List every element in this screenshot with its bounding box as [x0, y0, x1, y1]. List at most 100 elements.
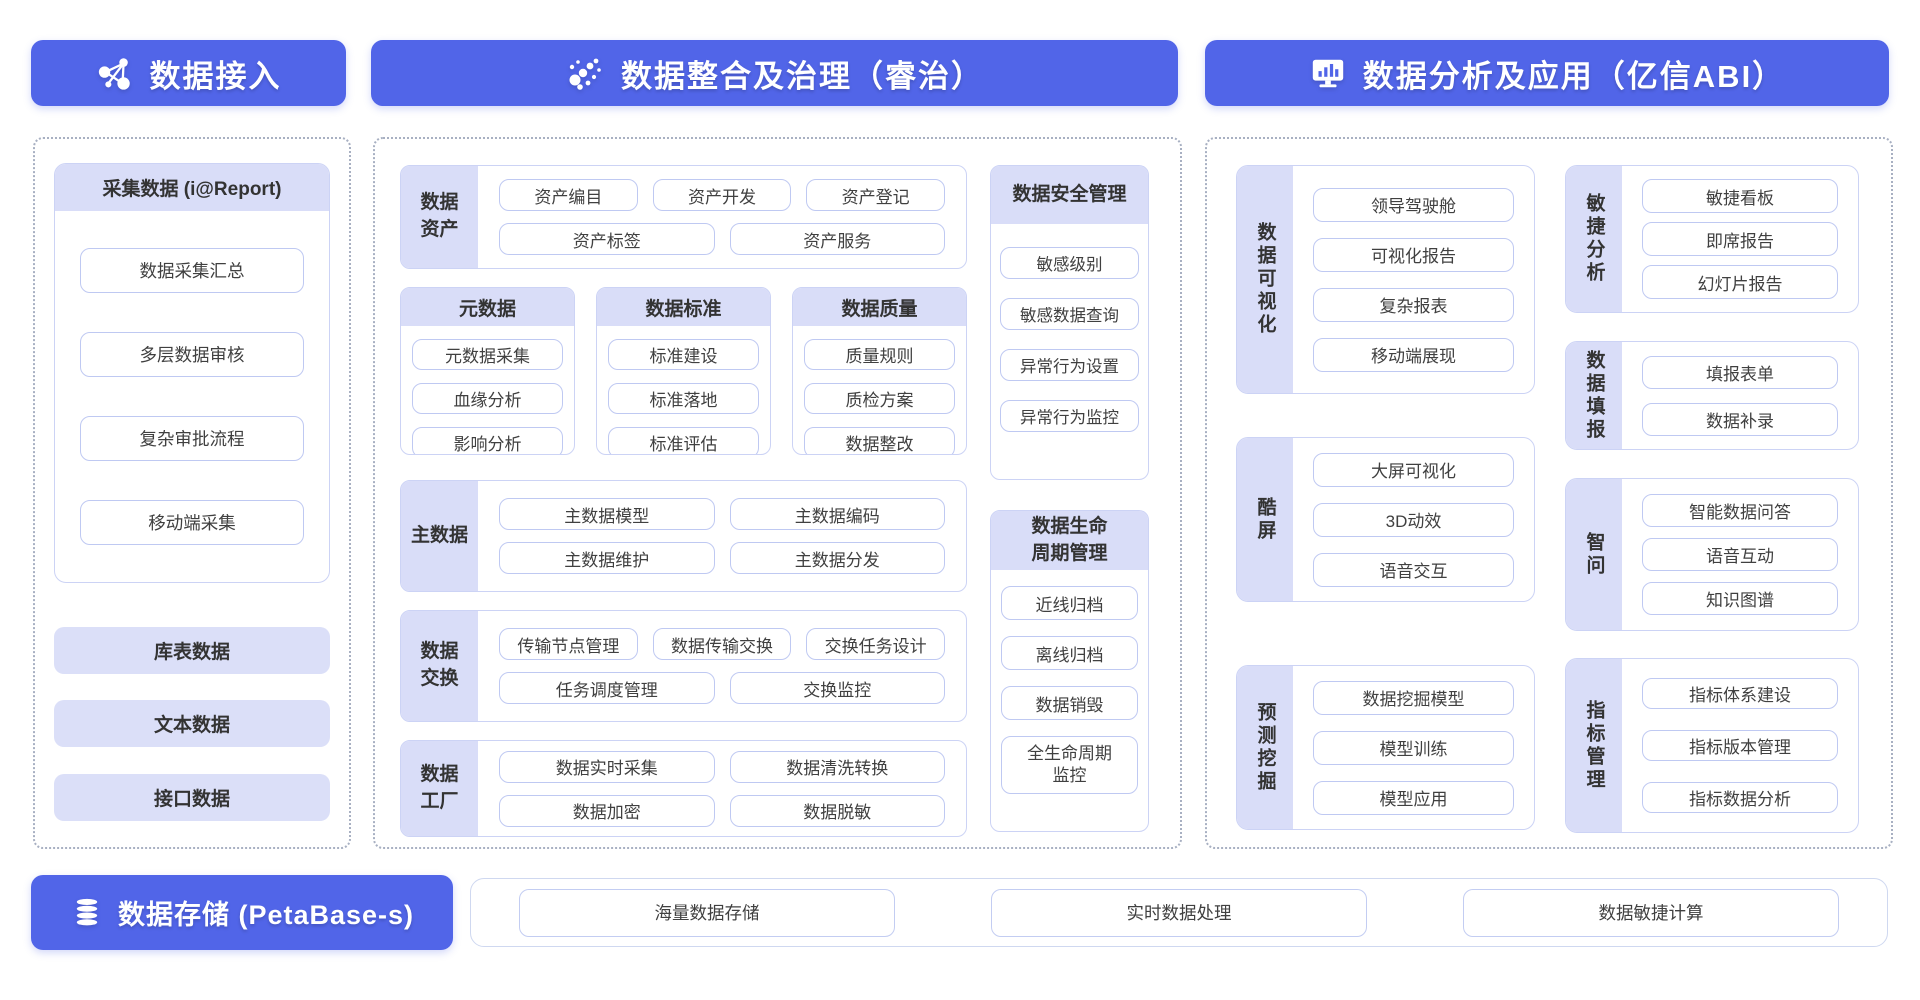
feature-chip: 智能数据问答	[1642, 494, 1838, 527]
header-data-access: 数据接入	[31, 40, 346, 106]
feature-chip: 主数据分发	[729, 542, 945, 574]
feature-chip: 领导驾驶舱	[1313, 187, 1514, 222]
group-content: 领导驾驶舱 可视化报告 复杂报表 移动端展现	[1293, 166, 1534, 393]
master-data-group: 主数据 主数据模型 主数据编码 主数据维护 主数据分发	[400, 480, 967, 592]
feature-chip: 语音交互	[1313, 552, 1514, 587]
agile-analysis-group: 敏捷分析 敏捷看板 即席报告 幻灯片报告	[1565, 165, 1859, 313]
feature-chip: 数据敏捷计算	[1463, 888, 1839, 937]
database-icon	[70, 896, 104, 930]
feature-chip: 数据实时采集	[499, 750, 715, 783]
feature-chip: 幻灯片报告	[1642, 265, 1838, 299]
feature-chip: 填报表单	[1642, 355, 1838, 389]
group-content: 敏捷看板 即席报告 幻灯片报告	[1622, 166, 1858, 312]
feature-chip: 主数据模型	[499, 498, 715, 530]
feature-chip: 异常行为设置	[1000, 349, 1139, 381]
feature-chip: 资产登记	[806, 179, 946, 211]
feature-chip: 指标体系建设	[1642, 678, 1838, 709]
group-label: 酷屏	[1237, 438, 1293, 601]
data-governance-panel: 数据 资产 资产编目 资产开发 资产登记 资产标签 资产服务 元数据	[373, 137, 1182, 849]
feature-chip: 敏感级别	[1000, 247, 1139, 279]
feature-chip: 主数据编码	[729, 498, 945, 530]
feature-chip: 海量数据存储	[519, 888, 895, 937]
header-label: 数据接入	[149, 58, 282, 94]
feature-chip: 复杂报表	[1313, 287, 1514, 322]
data-quality-group: 数据质量 质量规则 质检方案 数据整改	[792, 287, 967, 455]
feature-chip: 数据销毁	[1001, 686, 1138, 720]
feature-chip: 异常行为监控	[1000, 400, 1139, 432]
feature-chip: 近线归档	[1001, 586, 1138, 620]
feature-chip: 交换监控	[729, 672, 945, 704]
feature-chip: 标准评估	[608, 427, 759, 454]
feature-chip: 可视化报告	[1313, 237, 1514, 272]
group-label: 数据 交换	[401, 611, 478, 721]
feature-chip: 移动端采集	[80, 500, 304, 545]
governance-side-column: 数据安全管理 敏感级别 敏感数据查询 异常行为设置 异常行为监控 数据生命 周期…	[990, 165, 1149, 832]
chip-row: 资产标签 资产服务	[499, 223, 945, 255]
group-content: 填报表单 数据补录	[1622, 342, 1858, 449]
feature-chip: 标准落地	[608, 383, 759, 414]
header-label: 数据整合及治理（睿治）	[621, 58, 984, 94]
feature-chip: 质量规则	[804, 339, 955, 370]
collect-card-body: 数据采集汇总 多层数据审核 复杂审批流程 移动端采集	[55, 211, 329, 582]
chip-row: 任务调度管理 交换监控	[499, 672, 945, 704]
feature-chip: 数据脱敏	[729, 794, 945, 827]
subgroup-body: 元数据采集 血缘分析 影响分析	[401, 326, 574, 454]
feature-chip: 即席报告	[1642, 222, 1838, 256]
group-label: 智问	[1566, 479, 1622, 630]
subgroup-title: 元数据	[401, 288, 574, 326]
feature-chip: 复杂审批流程	[80, 416, 304, 461]
data-filling-group: 数据填报 填报表单 数据补录	[1565, 341, 1859, 450]
feature-chip: 敏感数据查询	[1000, 298, 1139, 330]
group-label: 数据 资产	[401, 166, 478, 268]
group-label: 数据填报	[1566, 342, 1622, 449]
feature-chip: 知识图谱	[1642, 582, 1838, 615]
feature-chip: 多层数据审核	[80, 332, 304, 377]
storage-capabilities-container: 海量数据存储 实时数据处理 数据敏捷计算	[470, 878, 1888, 947]
subgroup-title: 数据标准	[597, 288, 770, 326]
group-content: 指标体系建设 指标版本管理 指标数据分析	[1622, 659, 1858, 832]
feature-chip: 语音互动	[1642, 538, 1838, 571]
chip-row: 资产编目 资产开发 资产登记	[499, 179, 946, 211]
group-content: 传输节点管理 数据传输交换 交换任务设计 任务调度管理 交换监控	[478, 611, 966, 721]
data-visualization-group: 数据可视化 领导驾驶舱 可视化报告 复杂报表 移动端展现	[1236, 165, 1535, 394]
data-asset-group: 数据 资产 资产编目 资产开发 资产登记 资产标签 资产服务	[400, 165, 967, 269]
feature-chip: 数据整改	[804, 427, 955, 454]
card-body: 近线归档 离线归档 数据销毁 全生命周期 监控	[991, 570, 1148, 810]
feature-chip: 质检方案	[804, 383, 955, 414]
feature-chip: 资产编目	[499, 179, 638, 211]
network-nodes-icon	[96, 54, 134, 92]
feature-chip: 数据加密	[499, 794, 715, 827]
predictive-mining-group: 预测挖掘 数据挖掘模型 模型训练 模型应用	[1236, 665, 1535, 830]
cool-screen-group: 酷屏 大屏可视化 3D动效 语音交互	[1236, 437, 1535, 602]
feature-chip: 资产开发	[652, 179, 792, 211]
feature-chip: 传输节点管理	[499, 628, 638, 660]
data-standard-group: 数据标准 标准建设 标准落地 标准评估	[596, 287, 771, 455]
source-bar-api-data: 接口数据	[54, 774, 330, 821]
header-data-governance: 数据整合及治理（睿治）	[371, 40, 1178, 106]
data-factory-group: 数据 工厂 数据实时采集 数据清洗转换 数据加密 数据脱敏	[400, 740, 967, 837]
feature-chip: 数据挖掘模型	[1313, 680, 1514, 715]
feature-chip: 大屏可视化	[1313, 452, 1514, 487]
card-title: 数据生命 周期管理	[991, 511, 1148, 570]
group-label: 数据 工厂	[401, 741, 478, 836]
monitor-chart-icon	[1309, 54, 1347, 92]
data-storage-header: 数据存储 (PetaBase-s)	[31, 875, 453, 950]
dots-swirl-icon	[565, 53, 605, 93]
feature-chip: 指标数据分析	[1642, 782, 1838, 813]
feature-chip: 标准建设	[608, 339, 759, 370]
feature-chip: 影响分析	[412, 427, 563, 454]
chip-row: 主数据模型 主数据编码	[499, 498, 945, 530]
source-bar-text-data: 文本数据	[54, 700, 330, 747]
group-content: 智能数据问答 语音互动 知识图谱	[1622, 479, 1858, 630]
chip-row: 传输节点管理 数据传输交换 交换任务设计	[499, 628, 946, 660]
group-label: 预测挖掘	[1237, 666, 1293, 829]
governance-subgroups-row: 元数据 元数据采集 血缘分析 影响分析 数据标准 标准建设 标准落地 标准评估	[400, 287, 967, 455]
feature-chip: 主数据维护	[499, 542, 715, 574]
header-data-analysis: 数据分析及应用（亿信ABI）	[1205, 40, 1889, 106]
group-content: 数据挖掘模型 模型训练 模型应用	[1293, 666, 1534, 829]
feature-chip: 血缘分析	[412, 383, 563, 414]
feature-chip: 元数据采集	[412, 339, 563, 370]
group-label: 主数据	[401, 481, 478, 591]
feature-chip: 3D动效	[1313, 502, 1514, 537]
